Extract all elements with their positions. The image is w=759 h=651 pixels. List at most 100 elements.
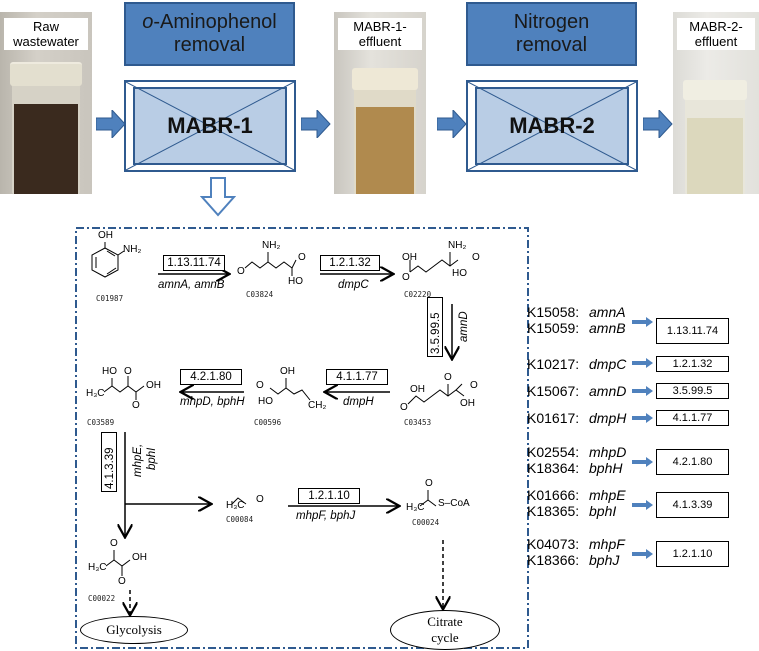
- c00022-id: C00022: [88, 594, 116, 603]
- legend-row-5: K02554:mhpD K18364:bphH: [527, 444, 627, 476]
- c00084-h3c: H₃C: [226, 500, 245, 511]
- gene-label-mhpD-bphH: mhpD, bphH: [180, 396, 245, 408]
- c03453-o2: O: [400, 402, 408, 413]
- raw-wastewater-photo: Raw wastewater: [0, 12, 92, 194]
- nitrogen-removal-header: Nitrogen removal: [466, 2, 637, 66]
- c03824-o2: O: [298, 252, 306, 263]
- c01987-oh: OH: [98, 230, 113, 241]
- legend-row-4: K01617:dmpH: [527, 410, 627, 426]
- c00022-h3c: H₃C: [88, 562, 107, 573]
- c00596-ch2: CH₂: [308, 400, 327, 411]
- c01987-nh2: NH₂: [123, 244, 142, 255]
- c01987-structure: [91, 242, 125, 278]
- glycolysis-node: Glycolysis: [80, 616, 188, 644]
- legend-ec-4.2.1.80: 4.2.1.80: [656, 449, 729, 475]
- pathway-dashed-box: [75, 227, 529, 649]
- photo-label: Raw wastewater: [4, 18, 88, 50]
- c00022-oh: OH: [132, 552, 147, 563]
- c03589-h3c: H₃C: [86, 388, 105, 399]
- legend-ec-1.2.1.32: 1.2.1.32: [656, 356, 729, 372]
- c03824-o1: O: [237, 266, 245, 277]
- gene-label-mhpF-bphJ: mhpF, bphJ: [296, 510, 356, 522]
- legend-arrow-icon: [632, 386, 653, 396]
- c00596-structure: [269, 378, 311, 401]
- gene-label-mhpE: mhpE,: [132, 443, 144, 477]
- c03453-o1: O: [444, 372, 452, 383]
- c03824-id: C03824: [246, 290, 274, 299]
- c00084-id: C00084: [226, 515, 254, 524]
- c03824-ho: HO: [288, 276, 303, 287]
- legend-arrow-icon: [632, 457, 653, 467]
- legend-ec-4.1.3.39: 4.1.3.39: [656, 492, 729, 518]
- c00596-oh: OH: [280, 366, 295, 377]
- c03589-oh: OH: [146, 380, 161, 391]
- c00022-o1: O: [110, 538, 118, 549]
- c03453-oh2: OH: [460, 398, 475, 409]
- citrate-cycle-node: Citrate cycle: [390, 610, 500, 650]
- c02220-o1: O: [402, 272, 410, 283]
- legend-ec-1.2.1.10: 1.2.1.10: [656, 541, 729, 567]
- c02220-structure: [409, 252, 459, 273]
- c00024-id: C00024: [412, 518, 440, 527]
- legend-row-3: K15067:amnD: [527, 383, 627, 399]
- c02220-oh: OH: [402, 252, 417, 263]
- c03589-o2: O: [132, 400, 140, 411]
- ec-box-1.2.1.32: 1.2.1.32: [320, 255, 380, 271]
- legend-row-2: K10217:dmpC: [527, 356, 627, 372]
- gene-label-dmpC: dmpC: [338, 279, 369, 291]
- c00024-h3c: H₃C: [406, 502, 425, 513]
- c00596-ho: HO: [258, 396, 273, 407]
- c02220-nh2: NH₂: [448, 240, 467, 251]
- c00596-o: O: [256, 380, 264, 391]
- c02220-id: C02220: [404, 290, 432, 299]
- legend-arrow-icon: [632, 317, 653, 327]
- down-arrow-icon: [200, 177, 236, 217]
- photo-label: MABR-2- effluent: [677, 18, 755, 50]
- legend-arrow-icon: [632, 549, 653, 559]
- legend-row-1: K15058:amnA K15059:amnB: [527, 304, 626, 336]
- mabr-1-effluent-liquid: [356, 107, 414, 194]
- photo-label: MABR-1- effluent: [338, 18, 422, 50]
- c00022-structure: [105, 550, 131, 576]
- legend-ec-1.13.11.74: 1.13.11.74: [656, 318, 729, 344]
- mabr-2-reactor: MABR-2: [466, 80, 638, 172]
- flow-arrow-1: [96, 110, 126, 138]
- c03453-o3: O: [470, 380, 478, 391]
- c00022-o2: O: [118, 576, 126, 587]
- c03589-id: C03589: [87, 418, 115, 427]
- c00084-o: O: [256, 494, 264, 505]
- mabr-2-effluent-photo: MABR-2- effluent: [673, 12, 759, 194]
- legend-row-6: K01666:mhpE K18365:bphI: [527, 487, 626, 519]
- c03453-id: C03453: [404, 418, 432, 427]
- legend-ec-4.1.1.77: 4.1.1.77: [656, 410, 729, 426]
- c03453-oh1: OH: [410, 384, 425, 395]
- legend-ec-3.5.99.5: 3.5.99.5: [656, 383, 729, 399]
- raw-wastewater-liquid: [14, 104, 78, 194]
- ec-box-4.1.1.77: 4.1.1.77: [326, 369, 388, 385]
- c03589-ho: HO: [102, 366, 117, 377]
- gene-label-bphI: bphI: [146, 447, 158, 470]
- ec-box-3.5.99.5: 3.5.99.5: [427, 297, 443, 357]
- gene-label-amnA-amnB: amnA, amnB: [158, 279, 225, 291]
- ec-box-4.1.3.39: 4.1.3.39: [101, 432, 117, 492]
- c03589-o1: O: [124, 366, 132, 377]
- flow-arrow-4: [643, 110, 673, 138]
- ec-box-1.13.11.74: 1.13.11.74: [163, 255, 225, 271]
- c03589-structure: [103, 376, 145, 400]
- flow-arrow-3: [437, 110, 467, 138]
- c02220-o2: O: [472, 252, 480, 263]
- flow-arrow-2: [301, 110, 331, 138]
- mabr-1-reactor: MABR-1: [124, 80, 296, 172]
- aminophenol-removal-header: o-Aminophenol removal: [124, 2, 295, 66]
- c00596-id: C00596: [254, 418, 282, 427]
- legend-arrow-icon: [632, 413, 653, 423]
- c03824-structure: [244, 252, 297, 276]
- mabr-1-effluent-photo: MABR-1- effluent: [334, 12, 426, 194]
- gene-label-dmpH: dmpH: [343, 396, 374, 408]
- c00024-o: O: [425, 478, 433, 489]
- legend-arrow-icon: [632, 358, 653, 368]
- c00024-scoa: S–CoA: [438, 498, 470, 509]
- c03453-structure: [407, 383, 465, 405]
- gene-label-amnD: amnD: [458, 311, 470, 342]
